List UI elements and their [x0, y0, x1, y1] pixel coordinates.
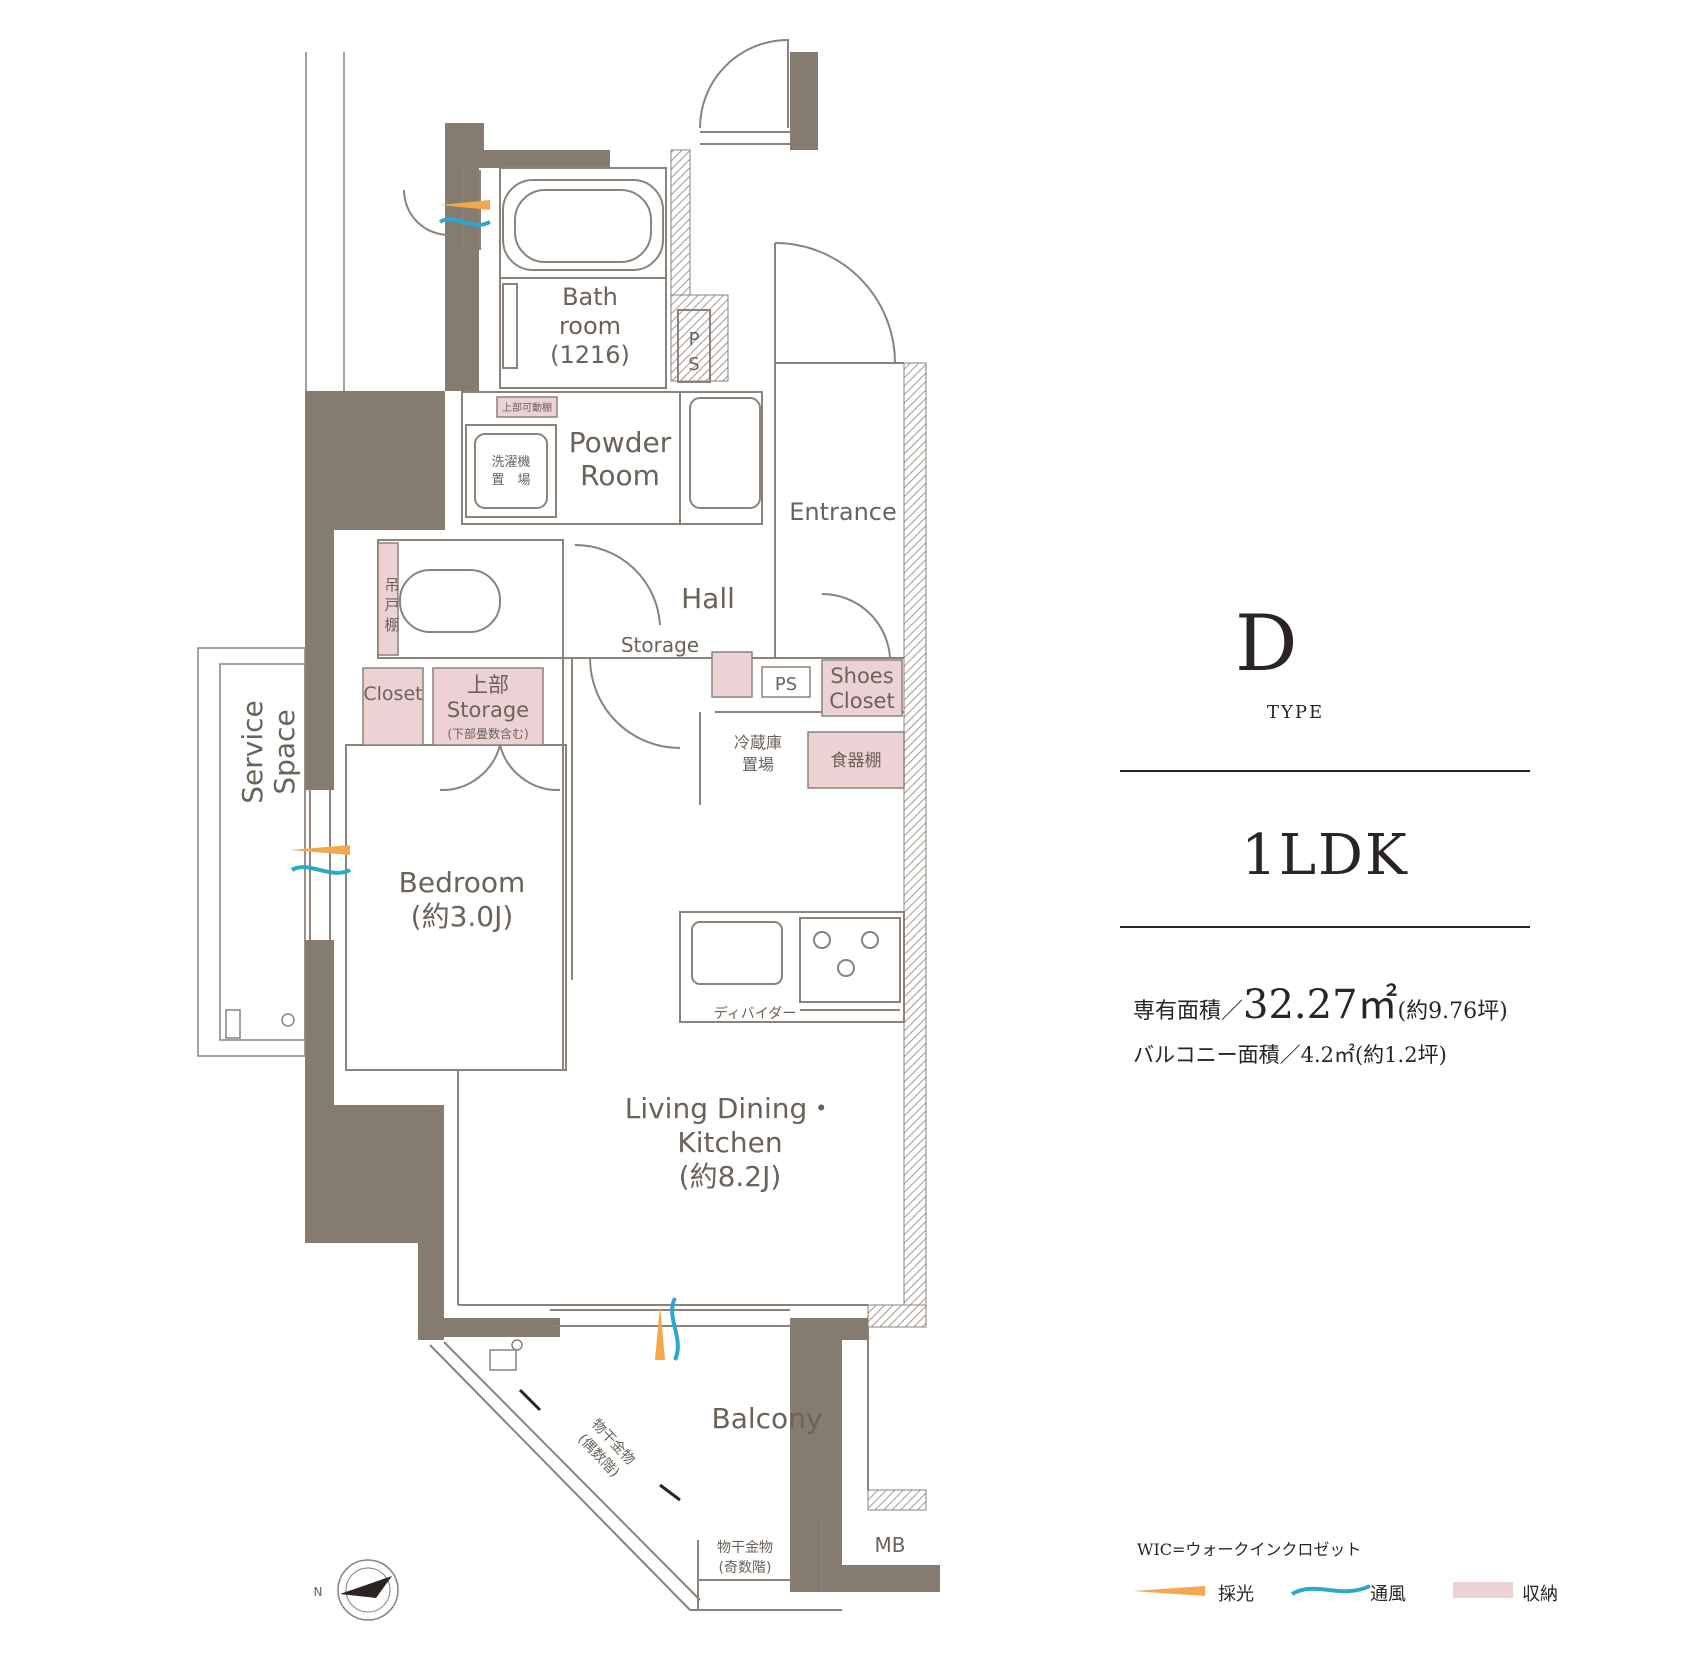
upper-shelf-label: 上部可動棚: [502, 401, 552, 414]
legend-wind: 通風: [1370, 1584, 1406, 1605]
shoes-closet-label-2: Closet: [829, 689, 894, 713]
entrance-label: Entrance: [789, 498, 897, 526]
type-letter: D: [1235, 599, 1298, 689]
bedroom-label-1: Bedroom: [399, 866, 526, 899]
closet-label: Closet: [363, 683, 422, 705]
washer-label-2: 置 場: [491, 473, 530, 488]
exclusive-area-tsubo: (約9.76坪): [1397, 999, 1508, 1024]
ldk-label-3: (約8.2J): [679, 1160, 782, 1193]
ps-top-label-1: P: [689, 329, 700, 350]
legend-light: 採光: [1218, 1584, 1254, 1605]
ldk-label-2: Kitchen: [677, 1126, 782, 1159]
bath-label-3: (1216): [550, 341, 630, 369]
storage-legend-swatch: [1453, 1582, 1513, 1598]
service-label-1: Service: [236, 700, 269, 803]
divider-line-top: [1120, 770, 1530, 772]
dryer-rails: [489, 1339, 681, 1502]
storage-areas: [362, 396, 905, 789]
shoes-closet-label-1: Shoes: [830, 664, 893, 688]
structural-walls: [305, 52, 940, 1592]
hanging-shelf-label-3: 棚: [384, 616, 399, 634]
ps-mid-label: PS: [775, 674, 797, 695]
north-label: N: [314, 1585, 323, 1599]
bedroom-label-2: (約3.0J): [411, 900, 514, 933]
washer-label-1: 洗濯機: [491, 455, 530, 470]
dryer-odd-label-2: (奇数階): [719, 1559, 772, 1576]
light-legend-icon: [1133, 1586, 1205, 1596]
ldk-label-1: Living Dining・: [625, 1092, 836, 1125]
dryer-odd-label-1: 物干金物: [717, 1540, 773, 1556]
hall-label: Hall: [681, 582, 735, 615]
hanging-shelf-label-1: 吊: [384, 576, 399, 594]
powder-room-label-1: Powder: [569, 426, 672, 459]
compass-icon: [337, 1559, 399, 1621]
exclusive-area-value: 32.27㎡: [1243, 982, 1398, 1028]
hanging-shelf-label-2: 戸: [384, 596, 399, 614]
bath-label-2: room: [559, 312, 621, 340]
interior-walls: [309, 38, 905, 1611]
powder-room-label-2: Room: [580, 459, 660, 492]
balcony-area: バルコニー面積／4.2㎡(約1.2坪): [1133, 1043, 1447, 1067]
exclusive-area-label: 専有面積／: [1133, 999, 1244, 1024]
wind-legend-icon: [1290, 1584, 1371, 1596]
service-label-2: Space: [268, 709, 301, 794]
upper-storage-label-3: (下部畳数含む): [447, 726, 528, 741]
ps-top-label-2: S: [688, 354, 699, 375]
fridge-label-2: 置場: [742, 755, 774, 774]
fridge-label-1: 冷蔵庫: [734, 733, 782, 752]
dryer-even-label: 物干金物 (偶数階): [574, 1416, 637, 1480]
service-space-label: Service Space: [236, 700, 301, 803]
hatched-walls: [670, 149, 927, 1511]
legend-note: WIC=ウォークインクロゼット: [1137, 1540, 1362, 1559]
divider-label: ディバイダー: [714, 1005, 796, 1022]
upper-storage-label-2: Storage: [447, 698, 529, 722]
upper-storage-label-1: 上部: [467, 673, 509, 697]
room-labels: Bath room (1216) P S Powder Room 上部可動棚 洗…: [314, 283, 906, 1599]
balcony-label: Balcony: [712, 1402, 823, 1435]
corridor-lines: [197, 52, 345, 1057]
divider-line-bottom: [1120, 926, 1530, 928]
ps-box: [761, 666, 811, 698]
storage-label: Storage: [621, 633, 699, 657]
legend-storage: 収納: [1522, 1584, 1558, 1605]
layout-label: 1LDK: [1241, 823, 1409, 888]
type-word: TYPE: [1267, 702, 1325, 723]
ventilation-markers: [290, 200, 680, 1361]
bath-label-1: Bath: [562, 283, 618, 311]
mb-label: MB: [875, 1533, 906, 1557]
exclusive-area: 専有面積／32.27㎡(約9.76坪): [1133, 972, 1508, 1030]
cupboard-label: 食器棚: [831, 751, 882, 771]
